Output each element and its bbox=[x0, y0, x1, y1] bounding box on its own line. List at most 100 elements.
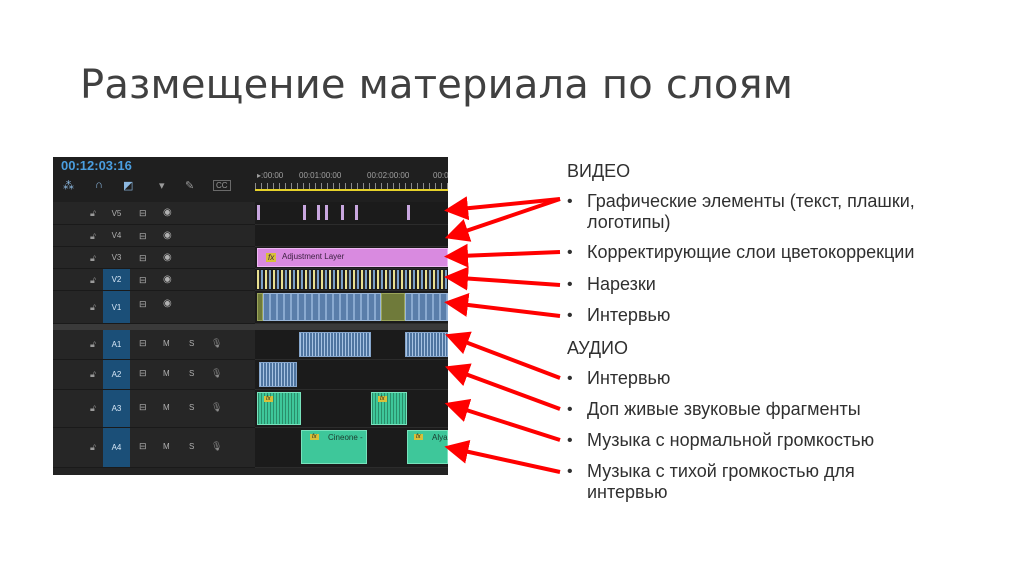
graphic-clip[interactable] bbox=[325, 205, 328, 220]
music-clip[interactable]: fx bbox=[371, 392, 407, 425]
work-area-bar[interactable] bbox=[255, 189, 448, 191]
graphic-clip[interactable] bbox=[317, 205, 320, 220]
wrench-icon[interactable]: ✎ bbox=[185, 180, 195, 192]
mic-icon[interactable]: 🎙︎ bbox=[211, 368, 223, 378]
eye-icon[interactable]: ◉ bbox=[163, 298, 172, 309]
graphic-clip[interactable] bbox=[407, 205, 410, 220]
solo-button[interactable]: S bbox=[189, 339, 195, 348]
track-label-v1[interactable]: V1 bbox=[103, 291, 130, 323]
film-icon[interactable]: ⊟ bbox=[139, 441, 147, 451]
track-header-v4[interactable]: 🔓︎ V4 ⊟ ◉ bbox=[53, 225, 255, 247]
track-label-v4[interactable]: V4 bbox=[111, 231, 122, 240]
cuts-clips[interactable] bbox=[257, 270, 448, 289]
track-header-v3[interactable]: 🔓︎ V3 ⊟ ◉ bbox=[53, 247, 255, 269]
lock-icon[interactable]: 🔓︎ bbox=[90, 302, 96, 312]
interview-clip[interactable] bbox=[405, 293, 448, 321]
ruler-tick-3: 00:0 bbox=[433, 171, 448, 180]
arrow-graphics-v5 bbox=[444, 196, 561, 221]
track-header-a1[interactable]: 🔓︎ A1 ⊟ M S 🎙︎ bbox=[53, 330, 255, 360]
captions-icon[interactable]: CC bbox=[213, 180, 231, 191]
mic-icon[interactable]: 🎙︎ bbox=[211, 338, 223, 348]
track-label-a2[interactable]: A2 bbox=[103, 360, 130, 389]
arrow-music-normal bbox=[444, 399, 561, 442]
track-header-a3[interactable]: 🔓︎ A3 ⊟ M S 🎙︎ bbox=[53, 390, 255, 428]
film-icon[interactable]: ⊟ bbox=[139, 275, 147, 285]
track-label-a4[interactable]: A4 bbox=[103, 428, 130, 467]
track-header-v2[interactable]: 🔓︎ V2 ⊟ ◉ bbox=[53, 269, 255, 291]
track-header-a4[interactable]: 🔓︎ A4 ⊟ M S 🎙︎ bbox=[53, 428, 255, 468]
fx-badge: fx bbox=[414, 434, 423, 440]
lock-icon[interactable]: 🔓︎ bbox=[90, 339, 96, 349]
music-clip-cinema[interactable]: fx Cineone - bbox=[301, 430, 367, 464]
audio-interview-clip[interactable] bbox=[405, 332, 448, 357]
interview-clip[interactable] bbox=[381, 293, 405, 321]
eye-icon[interactable]: ◉ bbox=[163, 207, 172, 218]
lock-icon[interactable]: 🔓︎ bbox=[90, 442, 96, 452]
audio-item-music-normal: Музыка с нормальной громкостью bbox=[587, 430, 875, 450]
film-icon[interactable]: ⊟ bbox=[139, 253, 147, 263]
mic-icon[interactable]: 🎙︎ bbox=[211, 402, 223, 412]
video-audio-divider[interactable] bbox=[53, 324, 448, 330]
mute-button[interactable]: M bbox=[163, 339, 170, 348]
track-lane-a4: fx Cineone - fx Alya bbox=[255, 428, 448, 468]
graphic-clip[interactable] bbox=[257, 205, 260, 220]
magnet-icon[interactable]: ∩ bbox=[95, 179, 103, 191]
eye-icon[interactable]: ◉ bbox=[163, 252, 172, 263]
lock-icon[interactable]: 🔓︎ bbox=[90, 208, 96, 218]
solo-button[interactable]: S bbox=[189, 442, 195, 451]
lock-icon[interactable]: 🔓︎ bbox=[90, 403, 96, 413]
marker-icon[interactable]: ▾ bbox=[159, 180, 165, 192]
clip-name: Cineone - bbox=[328, 433, 363, 442]
film-icon[interactable]: ⊟ bbox=[139, 368, 147, 378]
lock-icon[interactable]: 🔓︎ bbox=[90, 275, 96, 285]
solo-button[interactable]: S bbox=[189, 403, 195, 412]
solo-button[interactable]: S bbox=[189, 369, 195, 378]
slide-title: Размещение материала по слоям bbox=[80, 62, 794, 108]
track-lane-v4 bbox=[255, 225, 448, 247]
film-icon[interactable]: ⊟ bbox=[139, 338, 147, 348]
track-lane-v3: fx Adjustment Layer bbox=[255, 247, 448, 269]
adjustment-layer-clip[interactable]: fx Adjustment Layer bbox=[257, 248, 448, 267]
film-icon[interactable]: ⊟ bbox=[139, 402, 147, 412]
track-label-v5[interactable]: V5 bbox=[111, 208, 122, 218]
film-icon[interactable]: ⊟ bbox=[139, 299, 147, 309]
eye-icon[interactable]: ◉ bbox=[163, 274, 172, 285]
linked-selection-icon[interactable]: ◩ bbox=[123, 180, 134, 192]
lock-icon[interactable]: 🔓︎ bbox=[90, 231, 96, 241]
ambient-sound-clip[interactable] bbox=[259, 362, 297, 387]
track-lane-a2 bbox=[255, 360, 448, 390]
track-header-a2[interactable]: 🔓︎ A2 ⊟ M S 🎙︎ bbox=[53, 360, 255, 390]
fx-badge: fx bbox=[310, 434, 319, 440]
track-label-v3[interactable]: V3 bbox=[111, 253, 122, 262]
track-header-v5[interactable]: 🔓︎ V5 ⊟ ◉ bbox=[53, 202, 255, 225]
graphic-clip[interactable] bbox=[303, 205, 306, 220]
interview-clip[interactable] bbox=[263, 293, 381, 321]
eye-icon[interactable]: ◉ bbox=[163, 230, 172, 241]
lock-icon[interactable]: 🔓︎ bbox=[90, 253, 96, 263]
audio-interview-clip[interactable] bbox=[299, 332, 371, 357]
mute-button[interactable]: M bbox=[163, 442, 170, 451]
graphic-clip[interactable] bbox=[355, 205, 358, 220]
audio-item-live-sounds: Доп живые звуковые фрагменты bbox=[587, 399, 861, 419]
film-icon[interactable]: ⊟ bbox=[139, 231, 147, 241]
graphic-clip[interactable] bbox=[341, 205, 344, 220]
bullet: • bbox=[567, 463, 573, 480]
track-lane-v2 bbox=[255, 269, 448, 291]
clip-name: Alya bbox=[432, 433, 448, 442]
track-header-v1[interactable]: 🔓︎ V1 ⊟ ◉ bbox=[53, 291, 255, 324]
music-clip[interactable]: fx bbox=[257, 392, 301, 425]
track-label-a1[interactable]: A1 bbox=[103, 330, 130, 359]
track-label-a3[interactable]: A3 bbox=[103, 390, 130, 427]
interview-clip[interactable] bbox=[257, 293, 263, 321]
mic-icon[interactable]: 🎙︎ bbox=[211, 441, 223, 451]
track-label-v2[interactable]: V2 bbox=[103, 269, 130, 290]
film-icon[interactable]: ⊟ bbox=[139, 208, 147, 218]
mute-button[interactable]: M bbox=[163, 369, 170, 378]
timecode-display[interactable]: 00:12:03:16 bbox=[61, 158, 132, 173]
snap-icon[interactable]: ⁂ bbox=[63, 180, 74, 192]
video-item-interview: Интервью bbox=[587, 305, 671, 325]
mute-button[interactable]: M bbox=[163, 403, 170, 412]
lock-icon[interactable]: 🔓︎ bbox=[90, 369, 96, 379]
audio-item-music-quiet: Музыка с тихой громкостью для интервью bbox=[587, 461, 855, 502]
